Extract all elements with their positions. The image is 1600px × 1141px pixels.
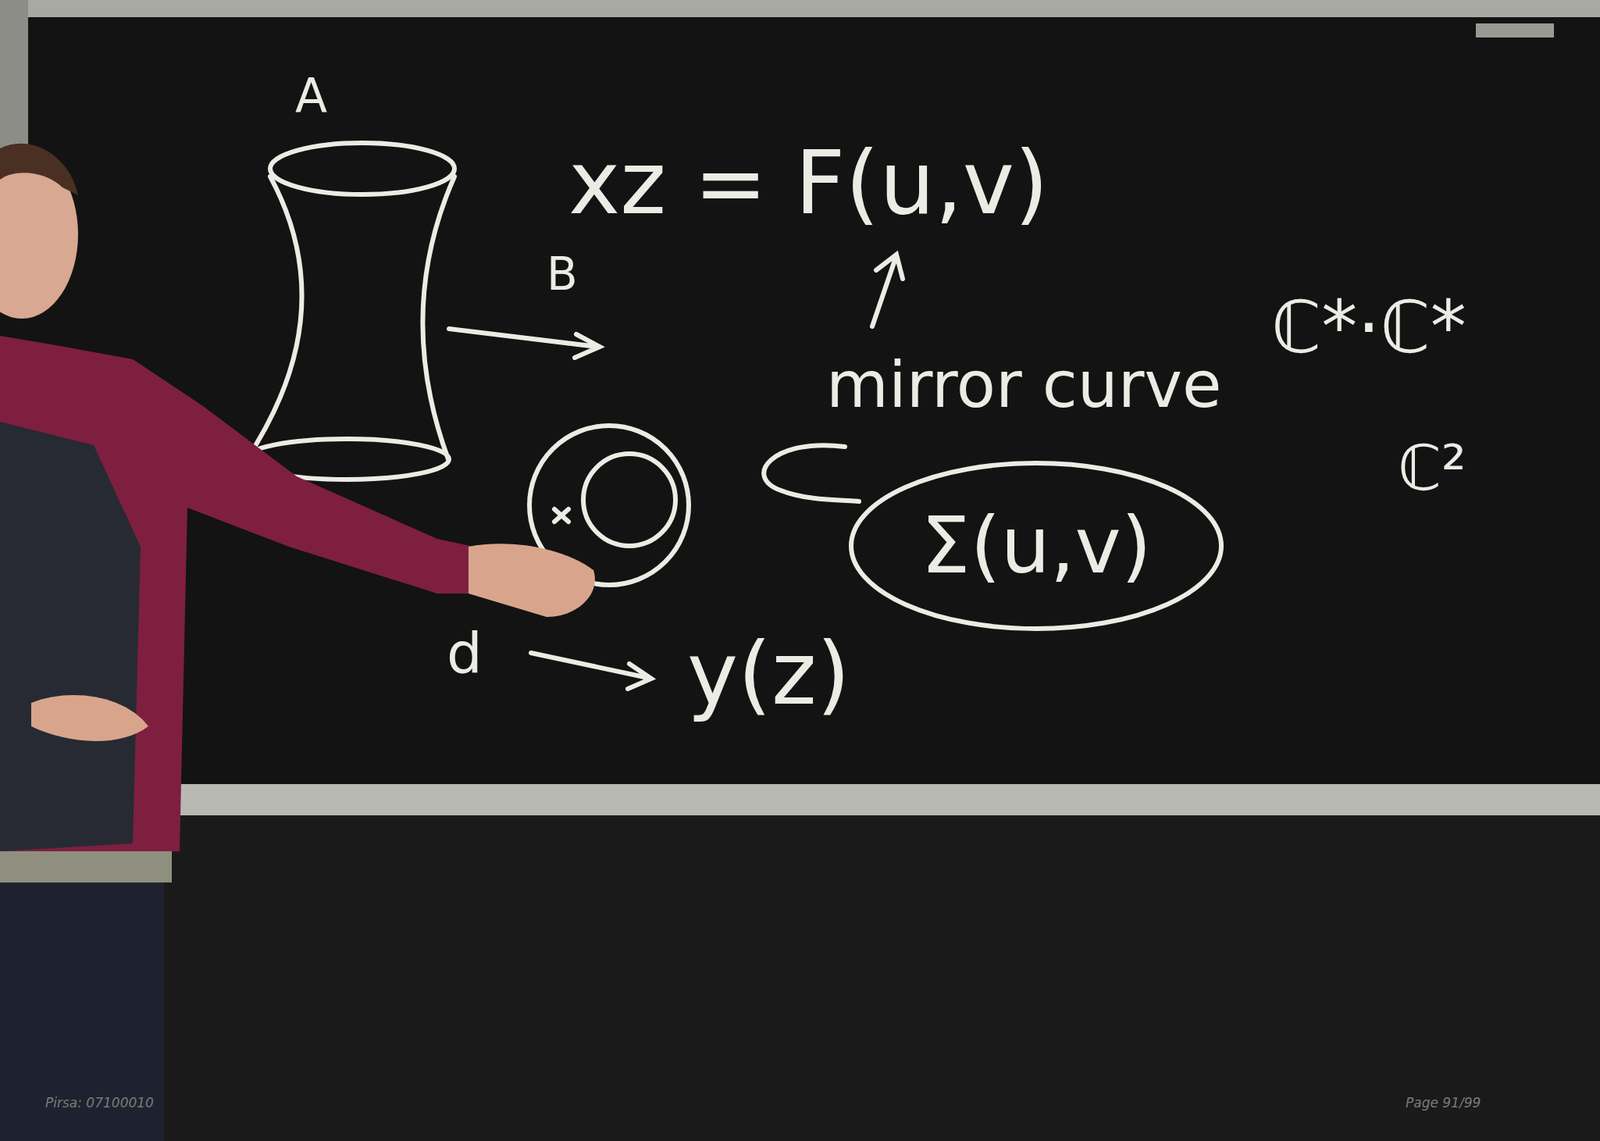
hair: [0, 143, 79, 196]
hyperboloid-side: [246, 176, 303, 460]
page-number: Page 91/99: [1405, 1094, 1481, 1111]
arrow: [872, 254, 903, 327]
space-label: ℂ²: [1397, 437, 1467, 500]
annotation: mirror curve: [826, 352, 1223, 417]
jacket: [0, 335, 563, 859]
hyperboloid-top: [270, 142, 455, 195]
watermark: Pirsa: 07100010: [45, 1094, 154, 1111]
symbol-label: d: [446, 624, 483, 681]
space-label: ℂ*·ℂ*: [1271, 292, 1467, 364]
function-label: y(z): [687, 630, 851, 717]
arrow: [448, 328, 600, 358]
hand: [468, 543, 596, 617]
part-label: B: [546, 251, 578, 297]
part-label: A: [295, 71, 328, 119]
hyperboloid-side: [422, 176, 455, 460]
shirt: [0, 421, 141, 852]
curve-label: Σ(u,v): [920, 506, 1152, 585]
curve-ellipse: Σ(u,v): [847, 459, 1226, 633]
hand: [31, 694, 149, 742]
equation: xz = F(u,v): [568, 138, 1049, 227]
belt: [0, 851, 172, 883]
frame-clip: [1475, 23, 1554, 38]
jeans: [0, 882, 164, 1141]
puncture-mark: [554, 509, 569, 522]
arrow: [530, 652, 652, 689]
torus-inner: [583, 453, 676, 546]
lower-board: [0, 815, 1600, 1141]
board-frame: [0, 0, 1600, 18]
inclusion-hook: [763, 445, 859, 502]
lecturer: [0, 143, 596, 1141]
chalk-ledge: [0, 783, 1600, 816]
